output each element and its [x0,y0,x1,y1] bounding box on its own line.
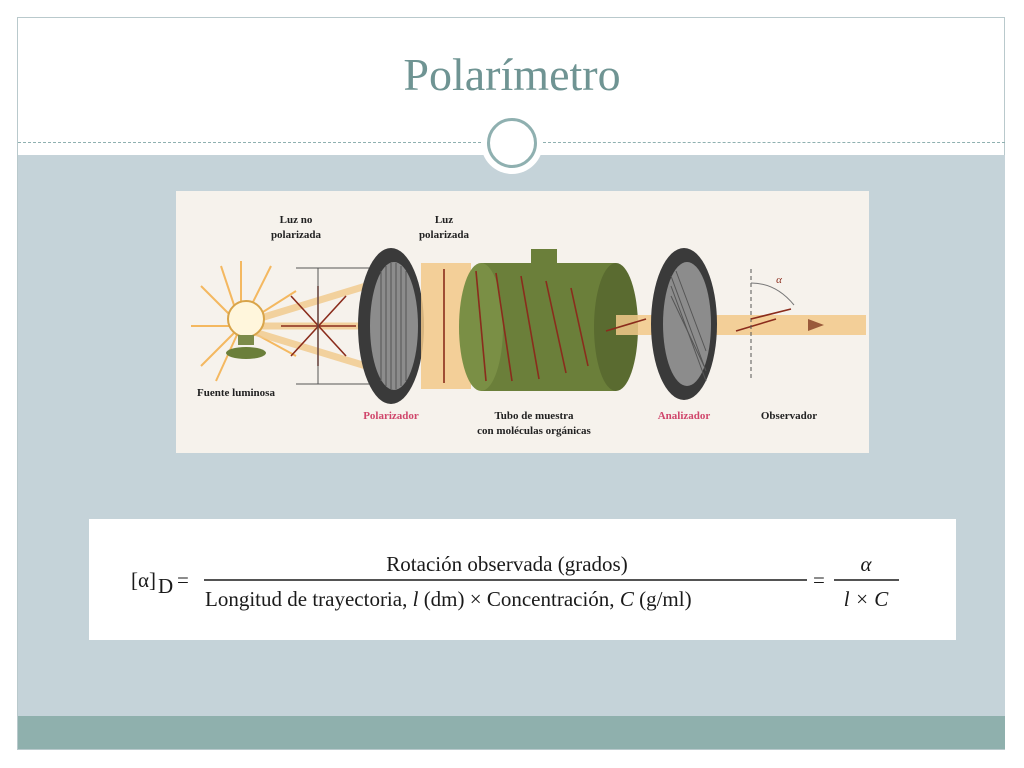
title-divider-left [18,142,481,143]
polarizer-disc [358,248,424,404]
label-unpolarized-2: polarizada [271,229,322,241]
label-polarized-2: polarizada [419,229,470,241]
formula-equals-1: = [177,568,189,592]
label-analyzer: Analizador [658,410,711,422]
label-tube-1: Tubo de muestra [494,410,574,422]
label-unpolarized-1: Luz no [280,214,313,226]
formula-equals-2: = [813,568,825,592]
slide-title: Polarímetro [403,49,621,100]
label-tube-2: con moléculas orgánicas [477,425,591,437]
divider-ring-icon [481,112,543,174]
title-divider-right [543,142,1005,143]
rotation-arc [750,282,795,306]
sample-tube [459,249,638,391]
footer-bar [18,716,1005,749]
polarimeter-diagram: Luz no polarizada Luz polarizada Fuente … [176,191,869,453]
formula-rhs-numerator: α [860,552,872,576]
label-source: Fuente luminosa [197,387,275,399]
formula-numerator: Rotación observada (grados) [386,552,627,576]
label-polarizer: Polarizador [363,410,419,422]
formula-rhs-denominator: l × C [844,587,890,611]
label-observer: Observador [761,410,817,422]
specific-rotation-formula: [α] D = Rotación observada (grados) Long… [89,519,956,640]
label-polarized-1: Luz [435,214,453,226]
formula-denominator: Longitud de trayectoria, l (dm) × Concen… [205,587,692,611]
light-bulb-icon [226,300,266,359]
label-alpha: α [776,274,782,286]
formula-lhs-subscript: D [158,574,173,598]
formula-lhs: [α] [131,568,156,592]
eye-icon [808,319,824,331]
analyzer-disc [651,248,717,400]
